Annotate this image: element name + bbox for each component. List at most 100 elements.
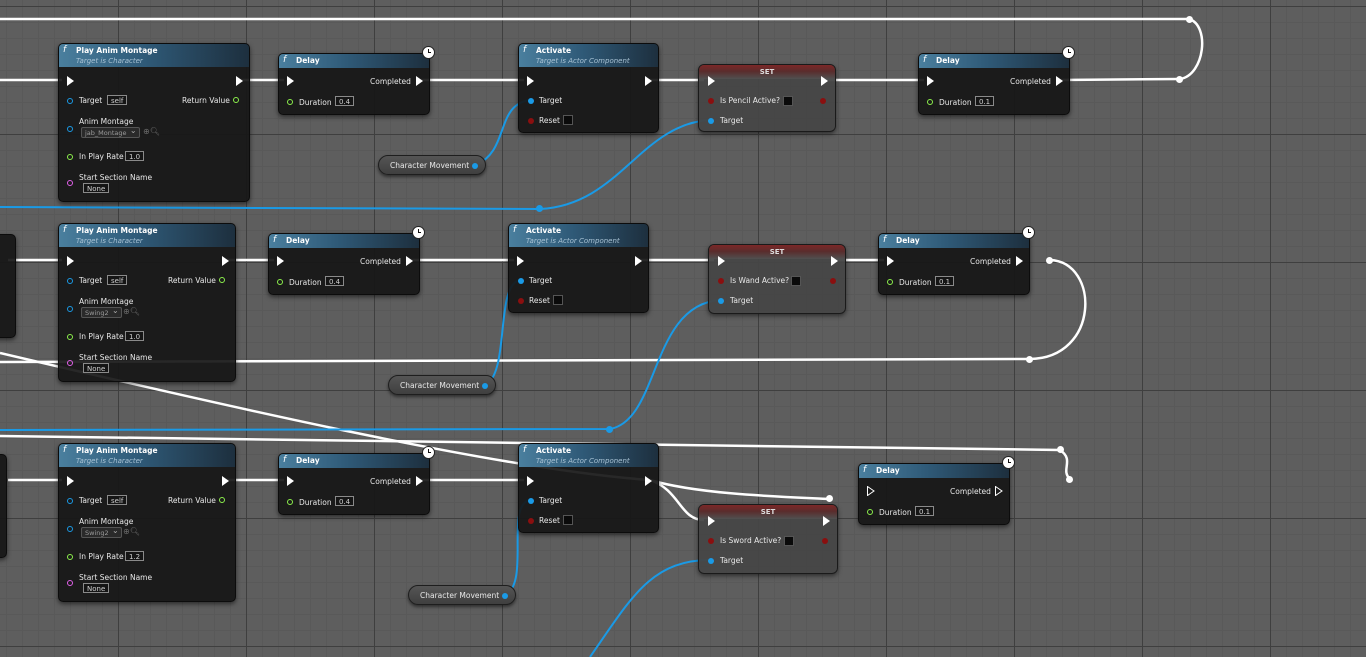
reset-pin[interactable] (518, 298, 524, 304)
exec-in-pin[interactable] (67, 476, 74, 486)
return-value-pin[interactable] (219, 497, 225, 503)
return-value-pin[interactable] (233, 97, 239, 103)
partial-node-left[interactable] (0, 234, 16, 338)
reset-pin[interactable] (528, 518, 534, 524)
exec-in-pin[interactable] (287, 476, 294, 486)
reset-checkbox[interactable] (563, 115, 573, 125)
activate-node[interactable]: f Activate Target is Actor Component Tar… (518, 43, 659, 133)
completed-exec-pin[interactable] (1016, 256, 1023, 266)
start-section-input[interactable]: None (83, 183, 110, 193)
target-pin[interactable] (518, 278, 524, 284)
start-section-input[interactable]: None (83, 583, 110, 593)
target-pin[interactable] (528, 98, 534, 104)
exec-in-pin[interactable] (718, 256, 725, 266)
play-rate-pin[interactable] (67, 554, 73, 560)
anim-montage-pin[interactable] (67, 526, 73, 532)
reroute-knot[interactable] (1046, 257, 1053, 264)
completed-exec-pin[interactable] (406, 256, 413, 266)
bool-output-pin[interactable] (822, 538, 828, 544)
duration-pin[interactable] (887, 279, 893, 285)
reroute-knot[interactable] (1186, 16, 1193, 23)
browse-icon[interactable]: ⊕🔍︎ (123, 527, 140, 536)
target-pin[interactable] (67, 98, 73, 104)
browse-icon[interactable]: ⊕🔍︎ (143, 127, 160, 136)
delay-node[interactable]: f Delay Completed Duration 0.4 (278, 446, 435, 515)
play-rate-input[interactable]: 1.0 (125, 151, 145, 161)
duration-pin[interactable] (927, 99, 933, 105)
target-pin[interactable] (708, 118, 714, 124)
reset-checkbox[interactable] (553, 295, 563, 305)
delay-node[interactable]: f Delay Completed Duration 0.4 (278, 46, 435, 115)
anim-montage-pin[interactable] (67, 126, 73, 132)
reroute-knot[interactable] (1066, 476, 1073, 483)
variable-checkbox[interactable] (784, 536, 794, 546)
browse-icon[interactable]: ⊕🔍︎ (123, 307, 140, 316)
reset-checkbox[interactable] (563, 515, 573, 525)
start-section-pin[interactable] (67, 360, 73, 366)
delay-node[interactable]: f Delay Completed Duration 0.4 (268, 226, 425, 295)
exec-in-pin[interactable] (517, 256, 524, 266)
set-variable-node[interactable]: SET Is Sword Active? Target (698, 504, 838, 574)
bool-pin[interactable] (708, 538, 714, 544)
play-rate-input[interactable]: 1.2 (125, 551, 145, 561)
exec-out-pin[interactable] (645, 476, 652, 486)
exec-in-pin[interactable] (527, 476, 534, 486)
play-rate-input[interactable]: 1.0 (125, 331, 145, 341)
exec-out-pin[interactable] (821, 76, 828, 86)
exec-out-pin[interactable] (236, 76, 243, 86)
play-anim-montage-node[interactable]: f Play Anim Montage Target is Character … (58, 443, 236, 602)
reset-pin[interactable] (528, 118, 534, 124)
variable-checkbox[interactable] (783, 96, 793, 106)
getter-output-pin[interactable] (502, 593, 508, 599)
duration-input[interactable]: 0.4 (335, 96, 355, 106)
reroute-knot[interactable] (536, 205, 543, 212)
target-self-box[interactable]: self (107, 275, 128, 285)
start-section-pin[interactable] (67, 180, 73, 186)
duration-pin[interactable] (287, 99, 293, 105)
exec-out-pin[interactable] (222, 256, 229, 266)
reroute-knot[interactable] (1057, 446, 1064, 453)
activate-node[interactable]: f Activate Target is Actor Component Tar… (508, 223, 649, 313)
target-pin[interactable] (708, 558, 714, 564)
completed-exec-pin[interactable] (1056, 76, 1063, 86)
exec-in-pin[interactable] (527, 76, 534, 86)
reroute-knot[interactable] (1176, 76, 1183, 83)
completed-exec-pin[interactable] (995, 486, 1003, 496)
target-pin[interactable] (67, 498, 73, 504)
duration-input[interactable]: 0.4 (325, 276, 345, 286)
exec-out-pin[interactable] (222, 476, 229, 486)
duration-input[interactable]: 0.4 (335, 496, 355, 506)
play-rate-pin[interactable] (67, 334, 73, 340)
exec-in-pin[interactable] (708, 76, 715, 86)
character-movement-getter[interactable]: Character Movement (388, 375, 496, 395)
duration-pin[interactable] (277, 279, 283, 285)
delay-node[interactable]: f Delay Completed Duration 0.1 (878, 226, 1035, 295)
duration-pin[interactable] (867, 509, 873, 515)
set-variable-node[interactable]: SET Is Wand Active? Target (708, 244, 846, 314)
return-value-pin[interactable] (219, 277, 225, 283)
anim-montage-dropdown[interactable]: jab_Montage (81, 125, 140, 138)
set-variable-node[interactable]: SET Is Pencil Active? Target (698, 64, 836, 132)
duration-input[interactable]: 0.1 (975, 96, 995, 106)
variable-checkbox[interactable] (791, 276, 801, 286)
exec-out-pin[interactable] (831, 256, 838, 266)
target-pin[interactable] (718, 298, 724, 304)
play-anim-montage-node[interactable]: f Play Anim Montage Target is Character … (58, 43, 250, 202)
exec-in-pin[interactable] (287, 76, 294, 86)
exec-out-pin[interactable] (823, 516, 830, 526)
bool-output-pin[interactable] (830, 278, 836, 284)
duration-pin[interactable] (287, 499, 293, 505)
play-rate-pin[interactable] (67, 154, 73, 160)
character-movement-getter[interactable]: Character Movement (408, 585, 516, 605)
target-self-box[interactable]: self (107, 95, 128, 105)
exec-in-pin[interactable] (927, 76, 934, 86)
exec-out-pin[interactable] (635, 256, 642, 266)
anim-montage-dropdown[interactable]: Swing2 (81, 525, 122, 538)
target-pin[interactable] (67, 278, 73, 284)
reroute-knot[interactable] (826, 495, 833, 502)
start-section-pin[interactable] (67, 580, 73, 586)
partial-node-left[interactable] (0, 454, 7, 558)
bool-pin[interactable] (708, 98, 714, 104)
start-section-input[interactable]: None (83, 363, 110, 373)
character-movement-getter[interactable]: Character Movement (378, 155, 486, 175)
